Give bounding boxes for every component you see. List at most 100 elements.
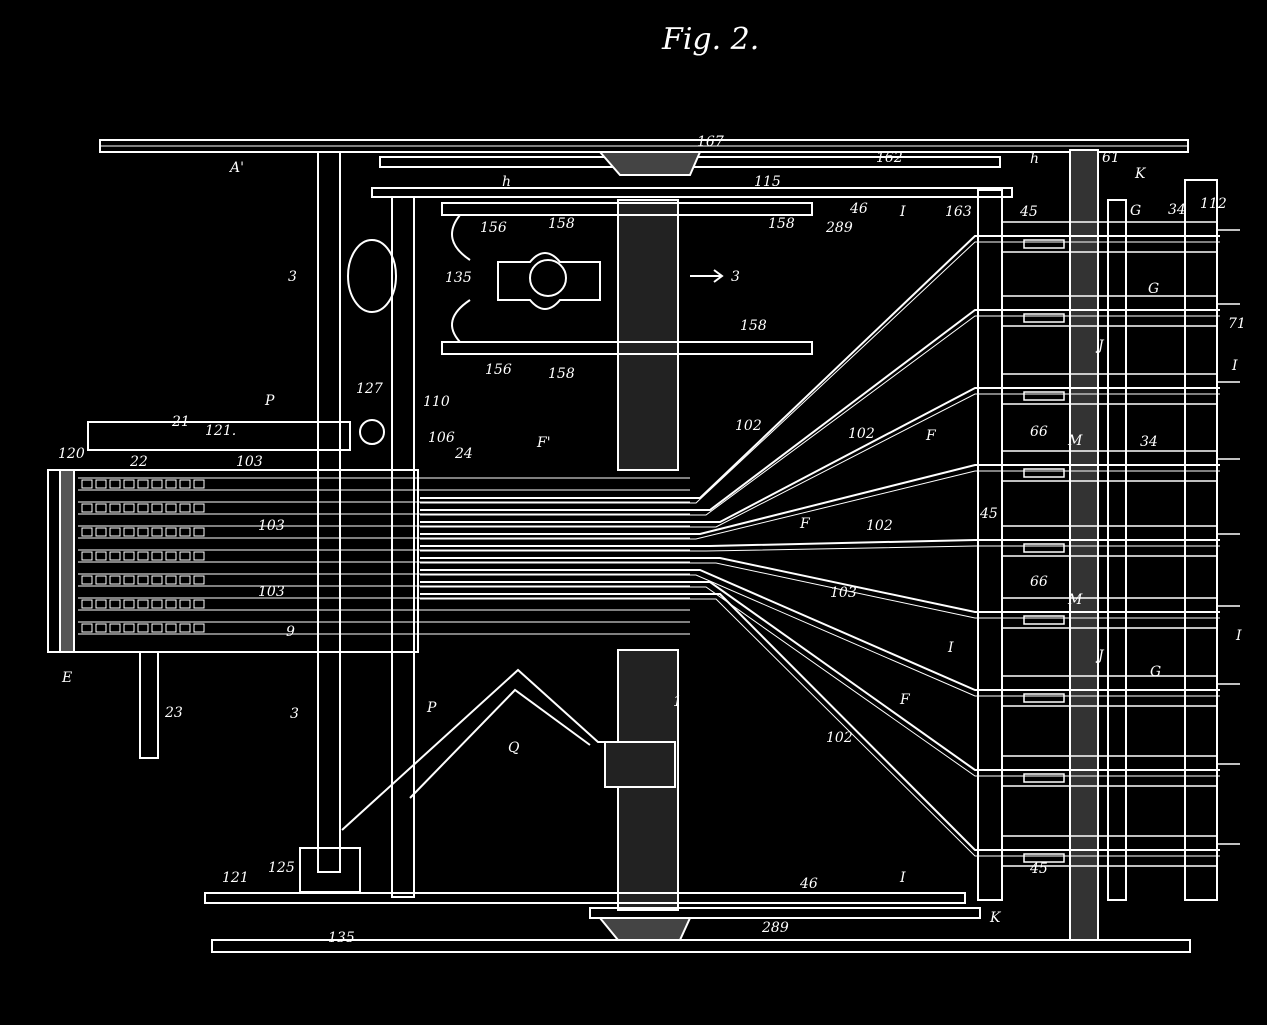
reference-label-102-a: 102 — [735, 418, 762, 434]
reference-label-m-2: M — [1067, 592, 1083, 608]
key-cell — [137, 479, 149, 489]
key-cell — [109, 527, 121, 537]
key-cell — [123, 575, 135, 585]
reference-label-66-b: 66 — [1030, 574, 1048, 590]
reference-label-289-top: 289 — [825, 220, 853, 236]
key-cell — [137, 503, 149, 513]
cam-lobe-bottom — [451, 299, 471, 343]
reference-label-1: 1 — [673, 694, 682, 710]
reference-label-135-top: 135 — [445, 270, 472, 286]
reference-label-i-right1: I — [1231, 358, 1238, 374]
reference-label-125: 125 — [268, 860, 295, 876]
bracket-q-inner — [409, 688, 591, 799]
support-23 — [139, 651, 159, 759]
key-cell — [165, 479, 177, 489]
key-cell — [95, 479, 107, 489]
fan-bar — [420, 387, 1220, 523]
key-cell — [95, 575, 107, 585]
fan-bar — [420, 569, 1220, 691]
reference-label-g-2: G — [1148, 281, 1159, 297]
fan-bar — [420, 464, 1220, 535]
reference-label-112: 112 — [1200, 196, 1227, 212]
cam-bracket-bottom — [441, 341, 813, 355]
reference-label-p-top: P — [264, 393, 275, 409]
key-block-face — [59, 469, 75, 653]
fan-bars-group — [420, 235, 1220, 857]
key-cell — [137, 599, 149, 609]
block-1 — [604, 741, 676, 788]
key-cell — [123, 599, 135, 609]
key-cell — [109, 599, 121, 609]
reference-label-103-b: 103 — [258, 518, 285, 534]
key-cell — [81, 599, 93, 609]
reference-label-46-bottom: 46 — [799, 876, 818, 892]
key-cell — [193, 575, 205, 585]
reference-label-102-c: 102 — [866, 518, 893, 534]
reference-label-102-d: 102 — [826, 730, 853, 746]
fan-bar-edge — [420, 470, 1220, 540]
reference-label-f-1: F — [925, 428, 937, 444]
top-hub — [597, 151, 702, 176]
key-cell — [137, 551, 149, 561]
reference-label-p-bottom: P — [426, 700, 437, 716]
reference-label-102-b: 102 — [848, 426, 875, 442]
reference-label-e: E — [61, 670, 72, 686]
arrow-3-head — [713, 269, 724, 283]
reference-label-156-a: 156 — [480, 220, 507, 236]
key-cell — [137, 575, 149, 585]
key-cell — [151, 551, 163, 561]
slide-tab — [1023, 615, 1065, 625]
key-cell — [81, 527, 93, 537]
fan-bar-edge — [420, 545, 1220, 552]
slide-tab — [1023, 773, 1065, 783]
key-cell — [193, 503, 205, 513]
reference-label-i-mid: I — [947, 640, 954, 656]
fan-bar-edge — [420, 586, 1220, 777]
reference-label-i-bottom: I — [899, 870, 906, 886]
fan-bar — [420, 593, 1220, 851]
fan-bar — [420, 539, 1220, 547]
key-cell — [193, 551, 205, 561]
reference-label-46-top: 46 — [849, 201, 868, 217]
key-cell — [123, 479, 135, 489]
cam-lobe-top — [451, 214, 471, 261]
fan-bar — [420, 581, 1220, 771]
fan-bar-edge — [420, 315, 1220, 516]
key-cell — [81, 623, 93, 633]
reference-label-f-2: F — [799, 516, 811, 532]
reference-label-q: Q — [508, 740, 520, 756]
bottom-bar-46 — [204, 892, 966, 904]
key-cell — [165, 503, 177, 513]
key-cell — [123, 503, 135, 513]
key-cell — [151, 503, 163, 513]
key-cell — [179, 503, 191, 513]
key-cell — [95, 527, 107, 537]
key-cell — [165, 599, 177, 609]
reference-label-34-b: 34 — [1140, 434, 1158, 450]
key-cell — [165, 575, 177, 585]
bottom-plate-289 — [589, 907, 981, 919]
reference-label-a1: A' — [228, 160, 244, 176]
key-cell — [109, 503, 121, 513]
key-cell — [179, 551, 191, 561]
reference-label-j-2: J — [1095, 648, 1105, 664]
key-cell — [179, 599, 191, 609]
reference-label-3-arrow: 3 — [731, 269, 740, 285]
key-cell — [151, 623, 163, 633]
lever-p-top — [87, 421, 351, 451]
slide-tab — [1023, 391, 1065, 401]
key-cell — [95, 623, 107, 633]
reference-label-156-b: 156 — [485, 362, 512, 378]
fan-bar-edge — [420, 562, 1220, 619]
key-cell — [151, 575, 163, 585]
central-shaft — [617, 199, 679, 471]
key-cell — [151, 527, 163, 537]
reference-label-g-3: G — [1150, 664, 1161, 680]
reference-label-158-c: 158 — [740, 318, 767, 334]
reference-label-k-top: K — [1134, 166, 1147, 182]
fan-bar-edge — [420, 574, 1220, 697]
key-block-e — [47, 469, 419, 653]
key-rows-group — [78, 477, 690, 635]
